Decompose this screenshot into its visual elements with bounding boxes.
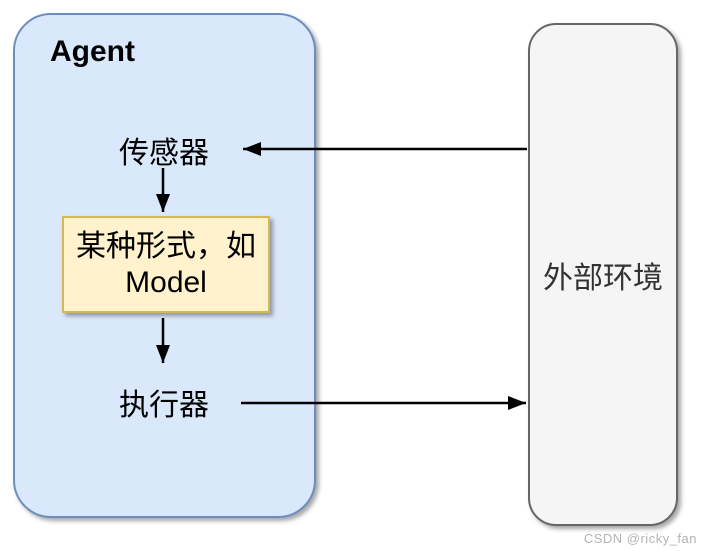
model-box-line1: 某种形式，如 [76, 229, 256, 263]
agent-title: Agent [50, 35, 135, 68]
sensor-label: 传感器 [119, 137, 209, 170]
watermark: CSDN @ricky_fan [583, 531, 697, 546]
model-box-line2: Model [125, 265, 207, 299]
environment-box: 外部环境 [528, 23, 678, 526]
model-box: 某种形式，如 Model [62, 216, 270, 313]
environment-label: 外部环境 [543, 261, 663, 295]
actuator-label: 执行器 [119, 389, 209, 422]
